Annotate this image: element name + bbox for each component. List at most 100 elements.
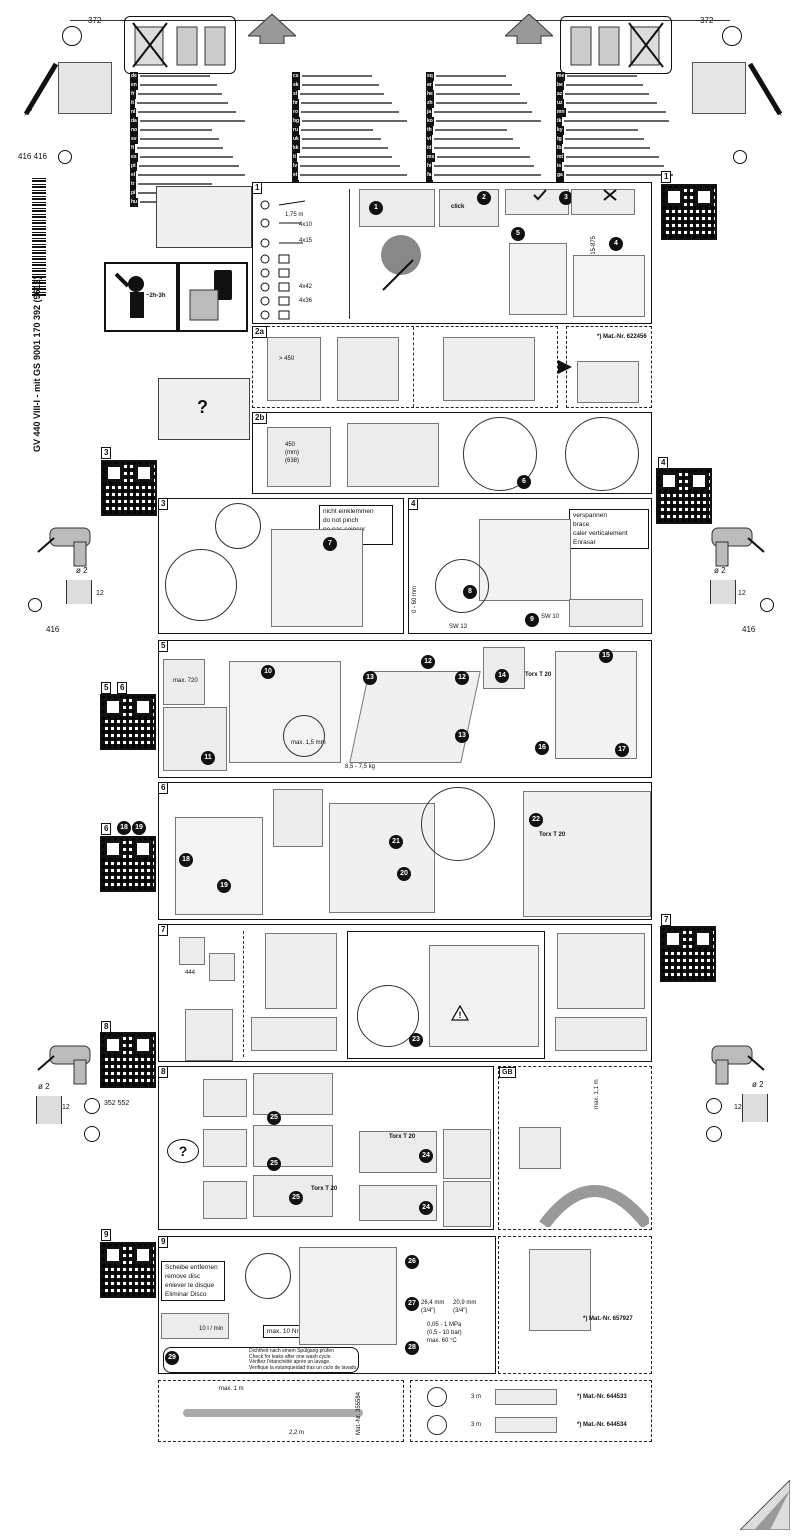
drill-hole-left [36,1096,62,1124]
cabinet-question-drawing: ? [158,378,250,440]
thread-size-2-inch: (3/4") [453,1308,468,1314]
step-13-marker: 13 [363,671,377,685]
step-9-marker: 9 [525,613,539,627]
dimension-352-552: 352 552 [104,1100,130,1107]
arrow-up-icon [248,14,296,44]
drill-diameter-right: ø 2 [714,566,726,575]
step-12-marker: 12 [421,655,435,669]
section-7-panel: 7 444 23 ! [158,924,652,1062]
step-14-marker: 14 [495,669,509,683]
language-line: tg [556,135,686,144]
dishwasher-drawing [479,519,571,601]
step-23-marker: 23 [409,1033,423,1047]
thread-size-1-inch: (3/4") [421,1308,436,1314]
step-19-marker: 19 [217,879,231,893]
page-curl-icon [740,1480,790,1530]
section-9-qr-code[interactable] [100,1242,156,1298]
step-6-marker: 6 [517,475,531,489]
torx-label: Torx T 20 [539,832,566,838]
registration-mark [706,1098,722,1114]
section-7-qr-tag: 7 [661,914,672,926]
pencil-icon [747,62,783,116]
disc-text-en: remove disc [165,1273,201,1280]
language-line: tk [556,117,686,126]
section-4-qr-code[interactable] [656,468,712,524]
section-4-panel: 4 verspannen brace caler verticalement E… [408,498,652,634]
registration-mark [760,598,774,612]
language-line: mn [556,108,686,117]
language-line: fr [130,90,280,99]
panel-mount-drawing [175,817,263,915]
language-line: hr [292,99,412,108]
step-22-marker: 22 [529,813,543,827]
hose-line [183,1409,363,1417]
section-3-qr-code[interactable] [101,460,157,516]
step-3-drawing [505,189,569,215]
section-number: 8 [158,1066,169,1078]
language-line: da [130,117,280,126]
section-number: 9 [158,1236,169,1248]
hose-material-number: Mat.-Nr. 355584 [356,1391,362,1435]
drill-diameter-left: ø 2 [38,1082,50,1091]
leak-check-en: Check for leaks after one wash cycle. [249,1353,332,1360]
language-line: sk [292,81,412,90]
water-pressure: 0,05 - 1 MPa [427,1322,462,1328]
language-line: fi [130,144,280,153]
language-line: uk [292,135,412,144]
hose-extension-panel: max. 1 m 2,2 m Mat.-Nr. 355584 [158,1380,404,1442]
step-24-marker: 24 [419,1149,433,1163]
foot-height-range: 0 - 60 mm [412,585,418,613]
option-a-drawing [203,1079,247,1117]
language-line: be [556,81,686,90]
language-line: zh [426,99,546,108]
level-drawing [569,599,643,627]
section-5-qr-tag: 5 [101,682,112,694]
thread-size-2: 20,9 mm [453,1300,477,1306]
dishwasher-top-drawing [347,423,439,487]
section-6-qr-tag: 6 [101,823,112,835]
water-connection-drawing [299,1247,397,1345]
section-9-detail-panel: *) Mat.-Nr. 657927 [498,1236,652,1374]
disc-text-de: Scheibe entfernen [165,1264,218,1271]
section-8-qr-code[interactable] [100,1032,156,1088]
drill-icon [711,1045,765,1085]
section-7-qr-code[interactable] [660,926,716,982]
drill-hole-left [66,580,92,604]
torx-label: Torx T 20 [389,1134,416,1140]
section-6-qr-code[interactable] [100,836,156,892]
plinth-drawing-c [443,1181,491,1227]
drill-hole-right [710,580,736,604]
section-5-qr-code[interactable] [100,694,156,750]
hose-curve-drawing [539,1185,649,1227]
kitchen-cabinets-drawing [156,186,252,248]
cable-length-2: 3 m [471,1422,482,1428]
water-temperature: max. 60 °C [427,1338,457,1344]
section-1-qr-tag: 1 [661,171,672,183]
template-drawing [229,661,341,763]
door-open-drawing [329,803,435,913]
measure-drawing [163,707,227,771]
subpanel-border [347,931,545,1059]
step-19-qr-tag: 19 [132,821,146,835]
step-25c-marker: 25 [289,1191,303,1205]
extension-max: max. 1 m [219,1386,244,1392]
step-11-marker: 11 [201,751,215,765]
language-line: lt [292,153,412,162]
language-line: ga [556,171,686,180]
leak-check-box [163,1347,359,1373]
section-1-qr-code[interactable] [661,184,717,240]
step-26-marker: 26 [405,1255,419,1269]
step-18-qr-tag: 18 [117,821,131,835]
section-8-panel: 8 ? 25 25 25 Torx T 20 24 Torx T 20 24 [158,1066,494,1230]
detail-circle [435,559,489,613]
step-1-marker: 1 [369,201,383,215]
hose-length: 1,75 m [285,212,304,218]
language-line: ja [426,108,546,117]
section-2a-panel: 2a > 450 [252,326,558,408]
arrow-right-icon [558,360,572,374]
gb-panel: GB max. 1,1 m [498,1066,652,1230]
model-text: GV 440 VIII-I - mit GS [32,362,42,452]
panel-option-drawing [209,953,235,981]
accessory-panel: 3 m 3 m *) Mat.-Nr. 644533 *) Mat.-Nr. 6… [410,1380,652,1442]
language-line: it [130,99,280,108]
